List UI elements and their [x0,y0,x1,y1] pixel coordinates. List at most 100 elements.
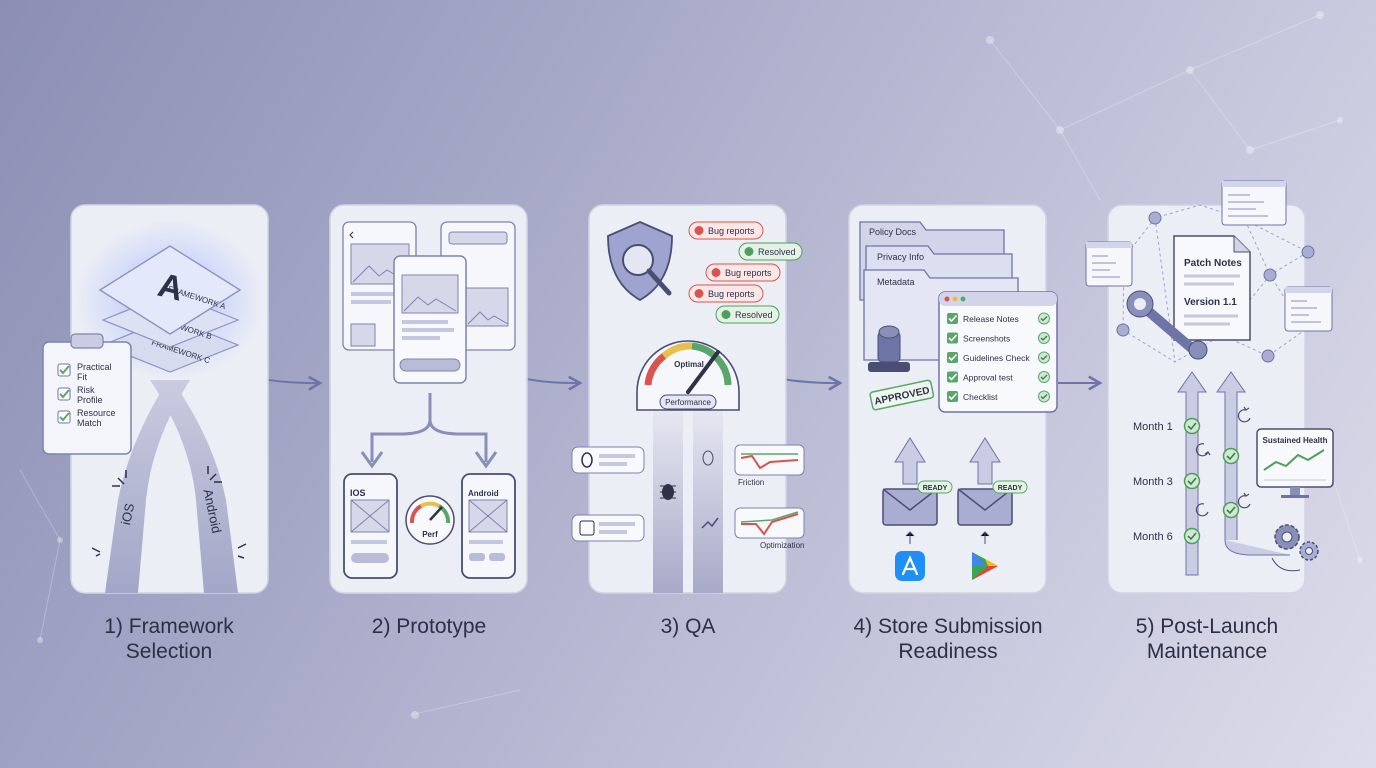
ready-badge-2: READY [998,485,1023,492]
month-milestone: Month 1 [1133,417,1201,435]
text-line: Resource [77,408,116,418]
patch-notes-document: Patch Notes Version 1.1 [1173,235,1251,341]
wrench-icon [1126,290,1208,360]
performance-gauge: Optimal Performance [636,340,740,411]
month-label: Month 3 [1133,476,1173,488]
bug-report-tag: Bug reports [705,263,781,282]
tag-label: Bug reports [708,226,755,236]
performance-gauge-icon: Perf [405,495,455,545]
app-store-icon [895,551,925,581]
form-report-bubble [571,514,645,542]
gears-icon [1271,524,1319,572]
text-line: Fit [77,372,87,382]
ios-device: IOS [343,473,398,579]
text-line: Match [77,418,102,428]
code-window-icon [1085,180,1333,332]
tag-label: Bug reports [708,289,755,299]
warning-icon [694,226,704,235]
wireframe-screens [342,221,516,384]
checklist-label: Screenshots [963,334,1010,344]
sustained-health-label: Sustained Health [1263,436,1328,445]
checklist-label: Approval test [963,373,1013,383]
play-store-icon [972,552,998,580]
panel-prototype: IOS Perf Android [329,204,528,594]
text-line: Risk [77,385,95,395]
upload-arrows [894,437,1001,485]
patch-notes-title: Patch Notes [1184,258,1242,269]
text-line: Practical [77,362,112,372]
bug-report-tag: Bug reports [688,221,764,240]
ios-label: IOS [350,488,366,498]
resolved-tag: Resolved [738,242,803,261]
android-device: Android [461,473,516,579]
folder-privacy-info: Privacy Info [877,252,924,262]
checklist-item: Release Notes [947,312,1050,325]
android-label: Android [468,489,499,498]
optimization-chart: Optimization [734,507,805,550]
checkbox-icon [947,371,958,383]
month-milestone: Month 3 [1133,472,1201,490]
envelope-icon [882,488,1013,526]
check-circle-icon [1038,351,1050,364]
check-circle-icon [1183,527,1201,545]
android-road [150,380,238,593]
checklist-item: Approval test [947,371,1050,383]
checkbox-icon [947,352,958,363]
checklist-label: Checklist [963,392,998,402]
check-circle-icon [1183,472,1201,490]
checklist-label: Guidelines Check [963,353,1030,363]
split-arrows [370,393,488,462]
tag-label: Resolved [758,247,796,257]
optimization-label: Optimization [760,541,804,550]
gauge-perf-label: Perf [422,530,438,539]
friction-chart: Friction [734,444,805,487]
checkbox-icon [947,332,958,344]
check-circle-icon [1183,417,1201,435]
refresh-arrows [1195,406,1251,517]
check-circle-icon [1222,447,1240,465]
month-label: Month 6 [1133,531,1173,543]
check-circle-icon [1038,371,1050,383]
month-label: Month 1 [1133,421,1173,433]
patch-notes-version: Version 1.1 [1184,297,1237,308]
caption-qa: 3) QA [558,614,818,639]
check-icon [57,363,71,424]
ready-badge-1: READY [923,485,948,492]
caption-text: 3) QA [660,615,716,638]
check-circle-icon [1038,332,1050,344]
tag-label: Resolved [735,310,773,320]
check-circle-icon [1222,501,1240,519]
checklist-item: Screenshots [947,332,1050,344]
ready-badges: READY READY [917,480,1028,494]
shield-search-icon [607,221,673,302]
bug-report-bubble [571,446,645,474]
text-line: Profile [77,395,103,405]
friction-label: Friction [738,478,764,487]
checklist-item: Guidelines Check [947,351,1050,364]
folder-metadata: Metadata [877,277,915,287]
caption-text: 2) Prototype [371,615,487,638]
gauge-performance-label: Performance [665,398,711,407]
check-circle-icon [721,310,731,319]
panel-post-launch: Patch Notes Version 1.1 Month 1 Month 3 Mo… [1085,180,1334,594]
tag-label: Bug reports [725,268,772,278]
checklist-label: Release Notes [963,314,1019,324]
warning-icon [711,268,721,277]
check-circle-icon [744,247,754,256]
chart-icon [701,517,719,529]
caption-prototype: 2) Prototype [299,614,559,639]
resolved-tag: Resolved [715,305,780,324]
warning-icon [694,289,704,298]
